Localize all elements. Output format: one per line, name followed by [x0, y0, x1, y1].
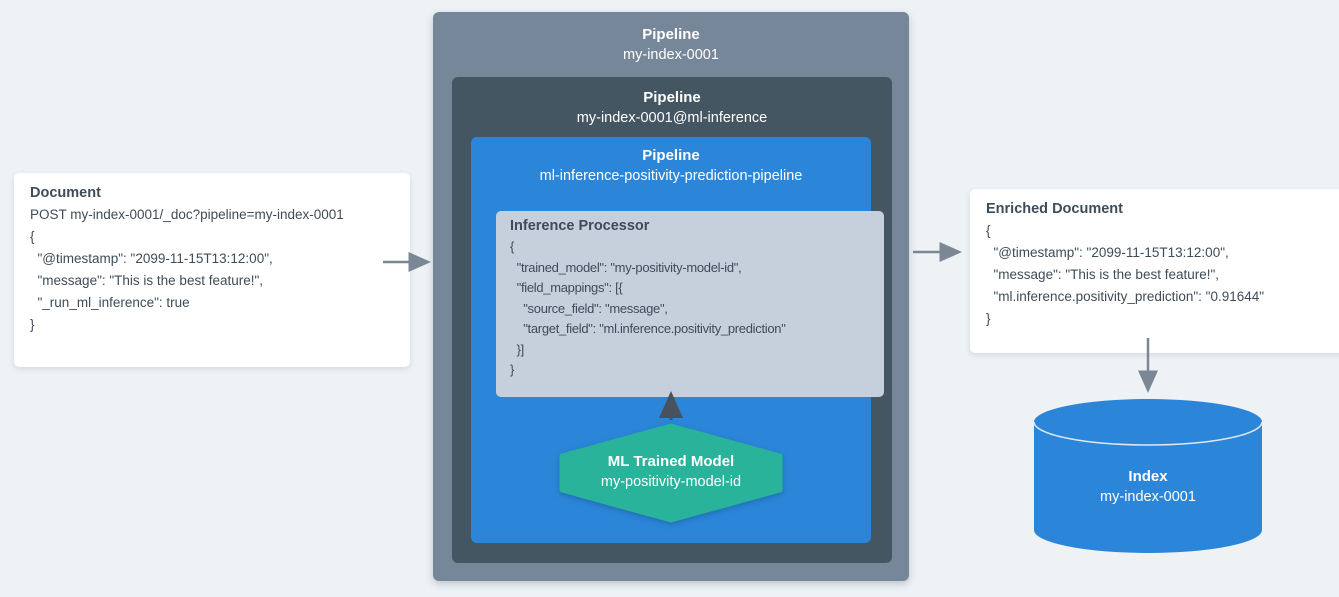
index-title: Index: [1128, 468, 1168, 485]
inference-processor-code-line: }]: [510, 341, 525, 357]
document-card-title: Document: [30, 185, 101, 201]
inference-processor-code-line: "target_field": "ml.inference.positivity…: [510, 321, 786, 336]
pipeline-ml-inference-label: Pipeline: [643, 89, 701, 106]
inference-processor-box: Inference Processor { "trained_model": "…: [496, 211, 884, 397]
ml-trained-model-name: my-positivity-model-id: [600, 474, 742, 490]
enriched-document-card-title: Enriched Document: [986, 201, 1123, 217]
document-code-line: POST my-index-0001/_doc?pipeline=my-inde…: [30, 207, 344, 222]
enriched-document-code-line: "@timestamp": "2099-11-15T13:12:00",: [986, 245, 1229, 260]
enriched-document-code-line: }: [986, 311, 991, 326]
cylinder-top-rim: [1033, 421, 1263, 446]
pipeline-ml-inference-name: my-index-0001@ml-inference: [576, 110, 768, 126]
ml-trained-model-hexagon: [559, 423, 783, 523]
cylinder-top: [1034, 399, 1262, 445]
pipeline-outer-name: my-index-0001: [623, 47, 719, 63]
document-card: Document POST my-index-0001/_doc?pipelin…: [14, 173, 410, 367]
document-code-line: "_run_ml_inference": true: [30, 295, 190, 310]
index-name: my-index-0001: [1100, 489, 1196, 505]
index-label: Index my-index-0001: [1032, 466, 1264, 508]
pipeline-inference-prediction-label: Pipeline: [642, 147, 700, 164]
pipeline-box-inference-prediction: Pipeline ml-inference-positivity-predict…: [471, 137, 884, 543]
cylinder-body: [1034, 422, 1262, 553]
inference-processor-title: Inference Processor: [510, 218, 650, 234]
ml-trained-model-title: ML Trained Model: [607, 453, 735, 470]
pipeline-box-outer: Pipeline my-index-0001 Pipeline my-index…: [433, 12, 909, 581]
enriched-document-code-line: "message": "This is the best feature!",: [986, 267, 1220, 282]
inference-processor-code-line: "source_field": "message",: [510, 300, 668, 316]
pipeline-outer-label: Pipeline: [642, 26, 700, 43]
document-code-line: "message": "This is the best feature!",: [30, 273, 264, 288]
pipeline-inference-prediction-header: Pipeline ml-inference-positivity-predict…: [471, 137, 871, 187]
pipeline-inference-prediction-name: ml-inference-positivity-prediction-pipel…: [539, 168, 803, 184]
inference-processor-code-line: "trained_model": "my-positivity-model-id…: [510, 259, 742, 275]
hexagon-shape: [559, 423, 783, 523]
index-cylinder: [1033, 399, 1263, 553]
pipeline-ml-inference-header: Pipeline my-index-0001@ml-inference: [452, 77, 892, 129]
enriched-document-card: Enriched Document { "@timestamp": "2099-…: [970, 189, 1339, 353]
inference-processor-code-line: {: [510, 239, 515, 254]
document-code-line: {: [30, 229, 35, 244]
ml-trained-model-label: ML Trained Model my-positivity-model-id: [559, 451, 783, 493]
pipeline-box-ml-inference: Pipeline my-index-0001@ml-inference Pipe…: [452, 77, 892, 563]
inference-processor-code-line: "field_mappings": [{: [510, 280, 623, 295]
enriched-document-code-line: "ml.inference.positivity_prediction": "0…: [986, 289, 1265, 304]
document-code-line: }: [30, 317, 35, 332]
document-code-line: "@timestamp": "2099-11-15T13:12:00",: [30, 251, 273, 266]
enriched-document-code-line: {: [986, 223, 991, 238]
pipeline-outer-header: Pipeline my-index-0001: [433, 12, 909, 66]
inference-processor-code-line: }: [510, 362, 515, 377]
